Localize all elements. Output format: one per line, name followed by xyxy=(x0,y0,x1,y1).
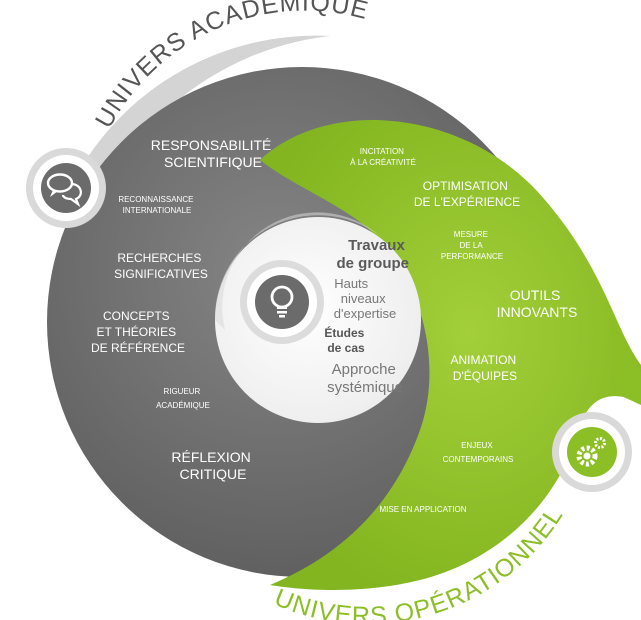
label-travaux: Travaux de groupe xyxy=(336,237,409,272)
label-mise-en-application: MISE EN APPLICATION xyxy=(380,505,467,514)
label-enjeux: ENJEUX CONTEMPORAINS xyxy=(443,441,514,464)
label-concepts: CONCEPTS ET THÉORIES DE RÉFÉRENCE xyxy=(91,309,185,355)
lightbulb-icon xyxy=(240,260,324,344)
label-mesure: MESURE DE LA PERFORMANCE xyxy=(441,230,503,261)
label-etudes-de-cas: Études de cas xyxy=(324,325,367,355)
label-hauts-niveaux: Hauts niveaux d'expertise xyxy=(334,276,396,321)
label-incitation: INCITATION À LA CRÉATIVITÉ xyxy=(350,147,416,167)
label-reflexion: RÉFLEXION CRITIQUE xyxy=(171,449,254,482)
label-recherches: RECHERCHES SIGNIFICATIVES xyxy=(114,251,208,281)
label-approche: Approche systémique xyxy=(327,361,403,396)
gears-icon xyxy=(552,412,632,492)
speech-bubbles-icon xyxy=(26,148,106,228)
label-animation: ANIMATION D'ÉQUIPES xyxy=(450,353,519,383)
label-rigueur: RIGUEUR ACADÉMIQUE xyxy=(156,387,210,410)
label-outils: OUTILS INNOVANTS xyxy=(497,287,578,320)
label-reconnaissance: RECONNAISSANCE INTERNATIONALE xyxy=(118,195,195,215)
operational-crescent xyxy=(260,120,641,591)
label-responsabilite: RESPONSABILITÉ SCIENTIFIQUE xyxy=(151,137,275,170)
label-optimisation: OPTIMISATION DE L'EXPÉRIENCE xyxy=(414,179,520,209)
operational-tail xyxy=(606,300,641,405)
